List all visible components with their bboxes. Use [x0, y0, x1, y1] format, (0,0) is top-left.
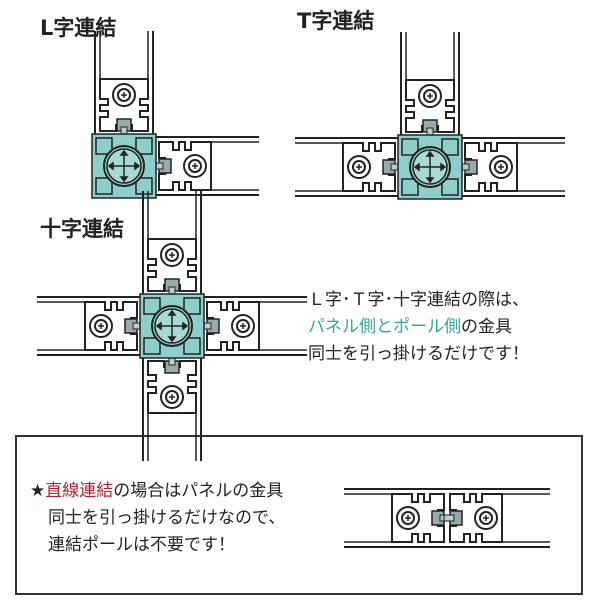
t-joint-title: T字連結	[297, 9, 375, 33]
t-joint-diagram	[294, 31, 566, 200]
cross-joint-title: 十字連結	[40, 217, 124, 241]
straight-joint-box	[15, 435, 583, 595]
straight-line-1-rest: の場合はパネルの金具	[113, 481, 284, 501]
l-joint-title: L字連結	[40, 16, 117, 40]
straight-note: ★直線連結の場合はパネルの金具 同士を引っ掛けるだけなので、 連結ポールは不要で…	[30, 478, 285, 559]
straight-note-line-3: 連結ポールは不要です！	[48, 535, 235, 555]
note-highlight: パネル側とポール側	[308, 317, 461, 337]
straight-joint-diagram	[343, 488, 551, 548]
note-line-2-rest: の金具	[461, 317, 512, 337]
straight-note-line-1: ★直線連結の場合はパネルの金具	[30, 478, 285, 505]
note-line-1: Ｌ字･Ｔ字･十字連結の際は、	[308, 290, 529, 310]
joint-note: Ｌ字･Ｔ字･十字連結の際は、 パネル側とポール側の金具 同士を引っ掛けるだけです…	[308, 287, 529, 368]
note-line-2: パネル側とポール側の金具	[308, 314, 529, 341]
cross-joint-diagram	[36, 190, 308, 462]
note-line-3: 同士を引っ掛けるだけです！	[308, 344, 529, 364]
l-joint-diagram	[91, 30, 260, 199]
straight-note-line-2: 同士を引っ掛けるだけなので、	[48, 508, 286, 528]
star-icon: ★	[30, 481, 46, 501]
straight-highlight: 直線連結	[45, 481, 114, 501]
